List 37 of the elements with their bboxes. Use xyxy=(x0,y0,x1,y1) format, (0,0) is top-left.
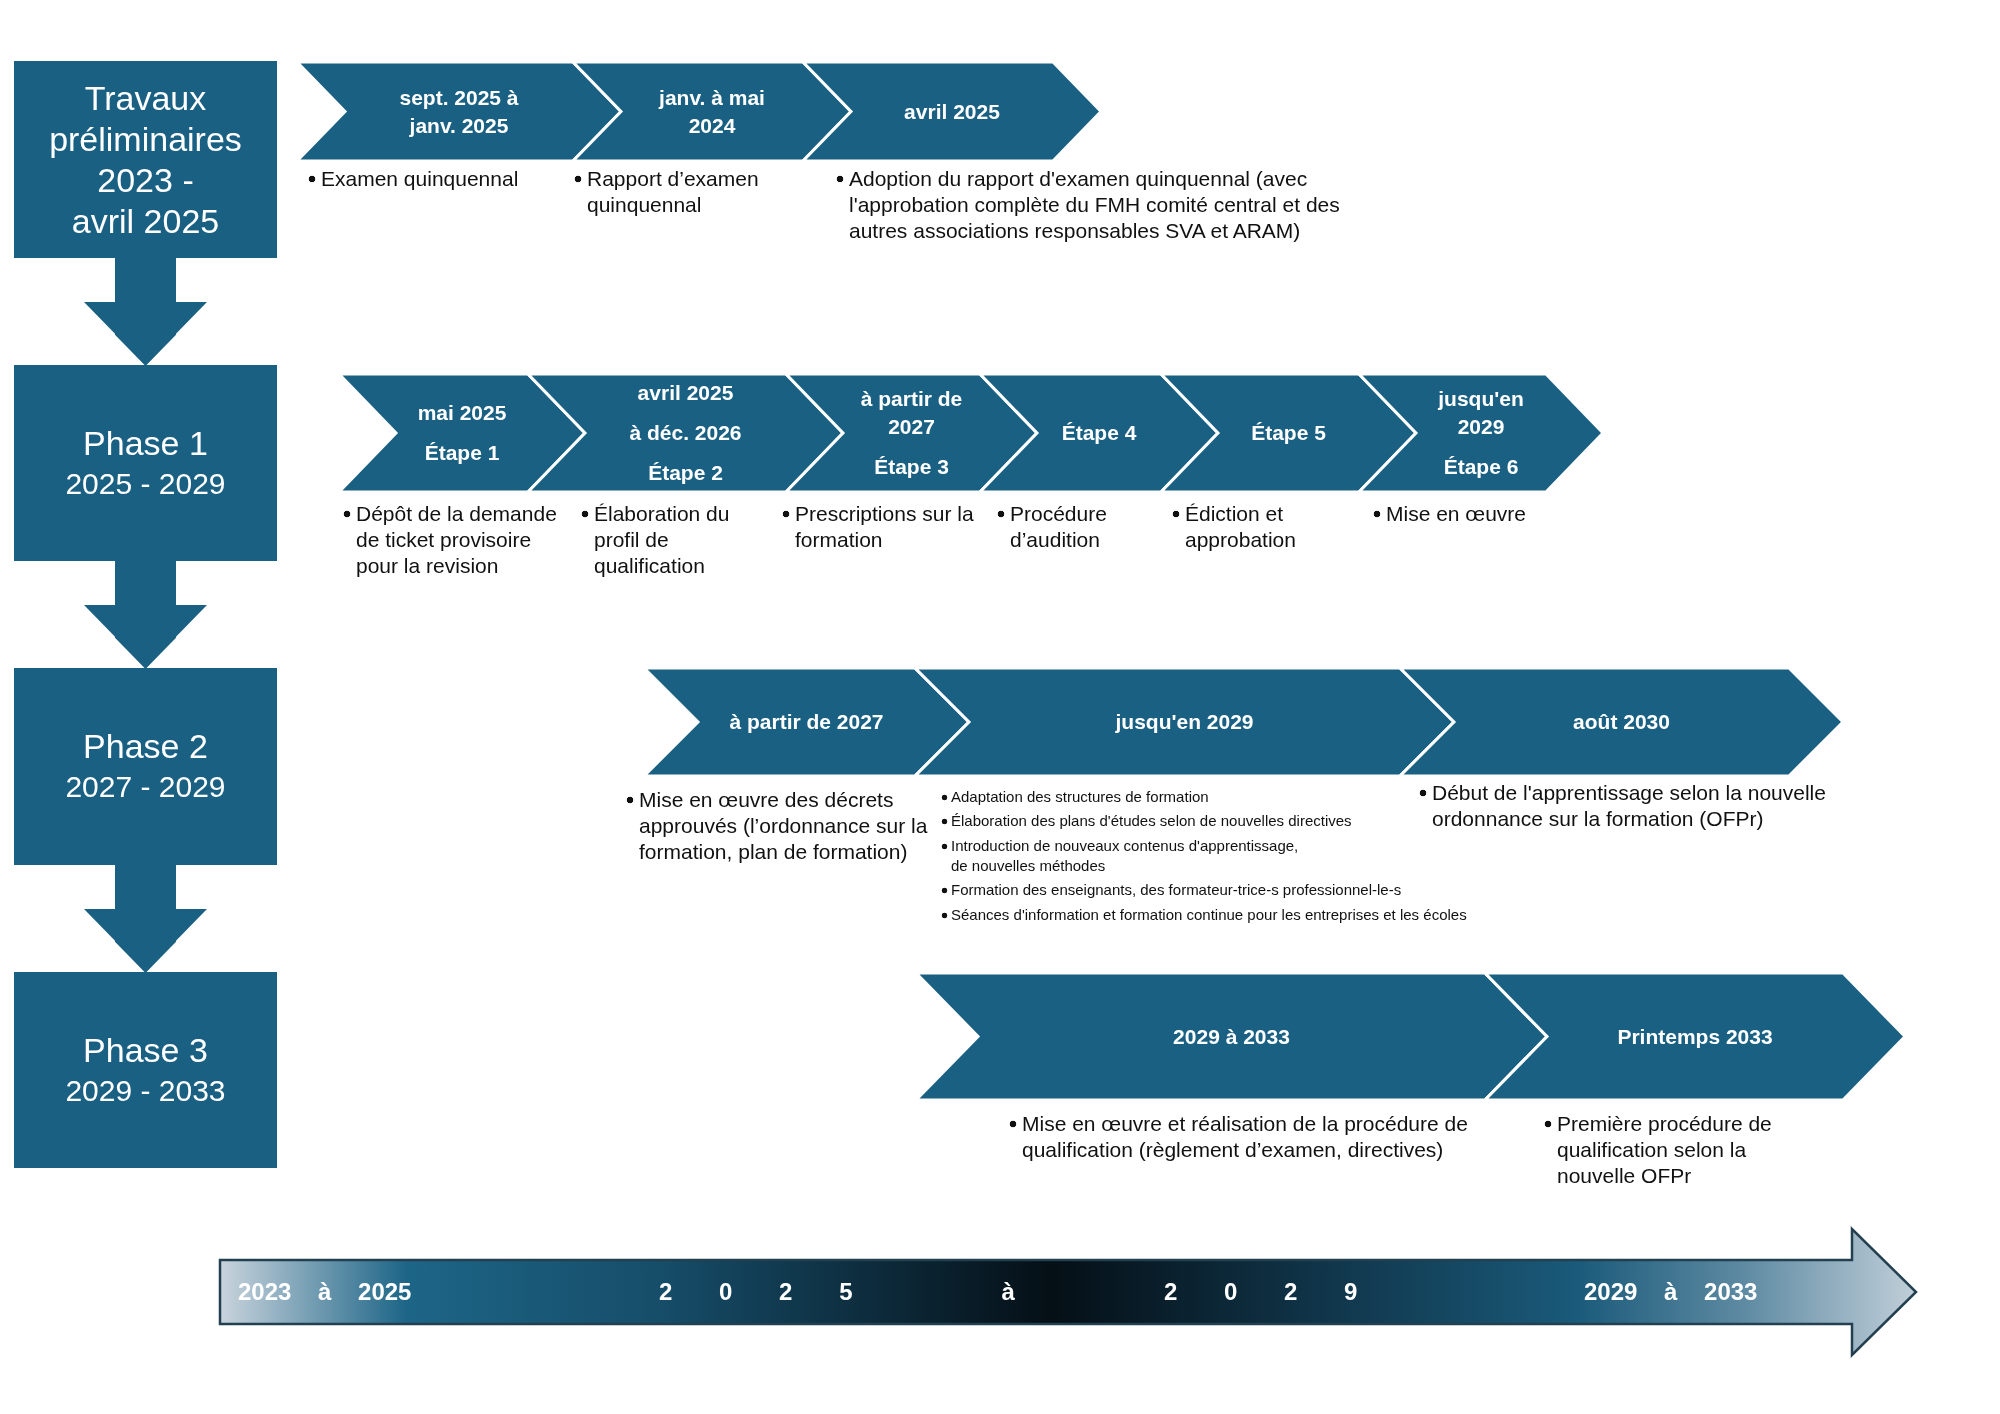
timeline-label: 2025 à 2029 xyxy=(659,1277,1405,1307)
chevron-label: Étape 3 xyxy=(874,454,949,480)
phase-years: 2027 - 2029 xyxy=(65,769,226,805)
chevron-label: jusqu'en 2029 xyxy=(1437,386,1525,440)
block-arrow xyxy=(84,865,207,972)
chevron-label: Étape 6 xyxy=(1443,454,1519,480)
chevron-label: août 2030 xyxy=(1573,709,1670,735)
phase-box xyxy=(14,668,277,865)
phase-title: Travaux préliminaires 2023 - avril 2025 xyxy=(48,77,243,242)
phase-years: 2029 - 2033 xyxy=(65,1072,226,1109)
chevron-label: sept. 2025 à janv. 2025 xyxy=(398,84,520,139)
phase-title: Phase 2 xyxy=(83,726,208,767)
phase-box xyxy=(14,61,277,258)
phase-box xyxy=(14,972,277,1168)
chevron-label: Étape 5 xyxy=(1251,420,1326,446)
chevron-label: Étape 1 xyxy=(424,440,500,466)
chevron-label: avril 2025 xyxy=(637,380,734,406)
chevron-label: à partir de 2027 xyxy=(859,386,964,440)
block-arrow xyxy=(84,258,207,365)
timeline-arrow xyxy=(219,1228,1917,1356)
phase-title: Phase 1 xyxy=(83,422,208,464)
chevron-label: mai 2025 xyxy=(417,400,507,426)
chevron-label: Printemps 2033 xyxy=(1617,1023,1773,1050)
phase-title: Phase 3 xyxy=(83,1029,208,1071)
timeline-label: 2029 à 2033 xyxy=(1584,1277,1758,1307)
timeline-label: 2023 à 2025 xyxy=(238,1277,412,1307)
chevron-label: Étape 2 xyxy=(648,460,723,486)
chevron-label: à partir de 2027 xyxy=(729,709,884,735)
phase-years: 2025 - 2029 xyxy=(65,465,226,502)
phase-box xyxy=(14,365,277,561)
bullet-text: Élaboration des plans d'études selon de nouvelles directives xyxy=(940,811,1352,831)
chevron-label: janv. à mai 2024 xyxy=(657,84,766,139)
chevron-label: à déc. 2026 xyxy=(629,420,742,446)
chevron-label: 2029 à 2033 xyxy=(1173,1023,1290,1050)
chevron-label: Étape 4 xyxy=(1061,420,1137,446)
block-arrow xyxy=(84,561,207,668)
chevron-label: avril 2025 xyxy=(904,98,1000,125)
